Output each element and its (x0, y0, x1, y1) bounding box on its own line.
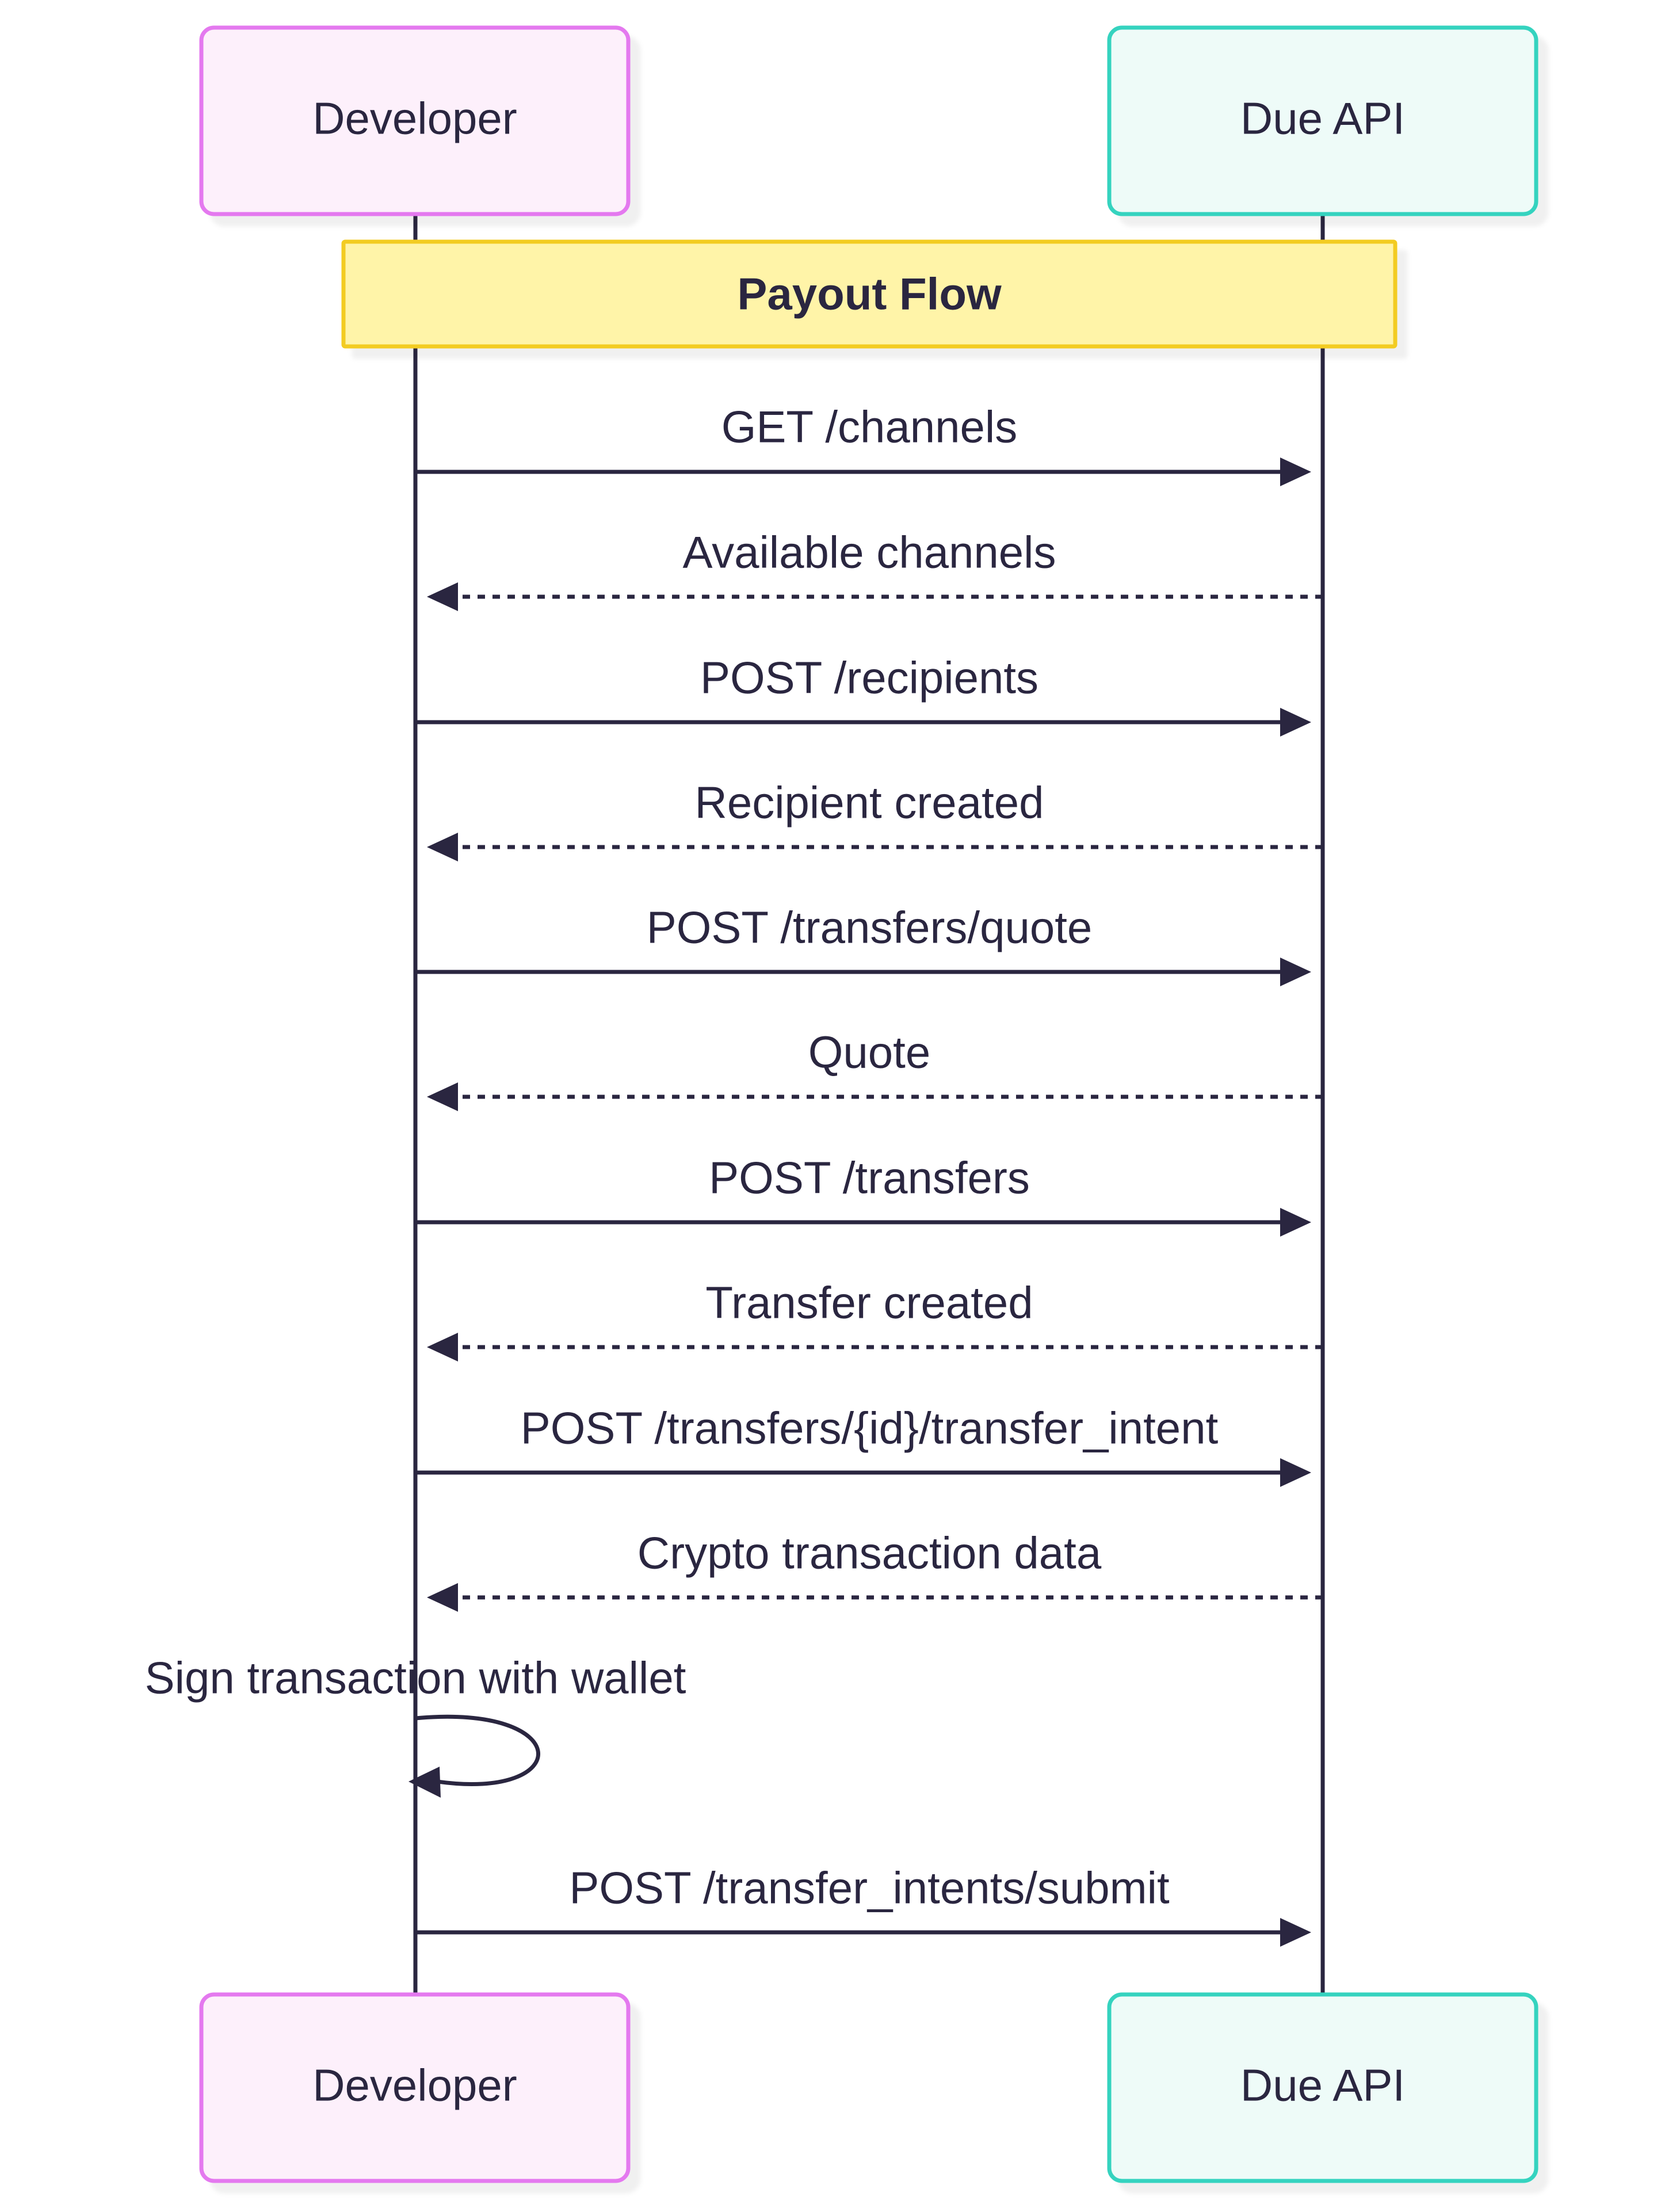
message-4: Recipient created (427, 777, 1323, 861)
actor-label: Due API (1240, 93, 1405, 144)
arrowhead (408, 1767, 441, 1798)
message-11: Sign transaction with wallet (145, 1653, 686, 1798)
arrowhead (1280, 457, 1311, 486)
message-9: POST /transfers/{id}/transfer_intent (415, 1403, 1311, 1487)
message-label: Available channels (682, 527, 1056, 578)
arrowhead (427, 1583, 458, 1612)
actor-label: Due API (1240, 2060, 1405, 2111)
note-label: Payout Flow (737, 269, 1002, 319)
actor-label: Developer (312, 2060, 517, 2111)
message-label: POST /transfers/{id}/transfer_intent (521, 1403, 1219, 1454)
message-2: Available channels (427, 527, 1323, 611)
actor-due-api-top: Due API (1107, 25, 1538, 216)
message-label: Crypto transaction data (637, 1528, 1102, 1578)
self-message-loop (415, 1714, 540, 1786)
message-6: Quote (427, 1027, 1323, 1111)
arrowhead (1280, 958, 1311, 986)
arrowhead (1280, 1208, 1311, 1237)
message-1: GET /channels (415, 402, 1311, 486)
arrowhead (1280, 708, 1311, 737)
note-payout-flow: Payout Flow (341, 239, 1398, 349)
message-label: Quote (808, 1027, 930, 1078)
actor-label: Developer (312, 93, 517, 144)
message-label: GET /channels (721, 402, 1018, 452)
arrowhead (427, 582, 458, 611)
message-label: Transfer created (705, 1277, 1033, 1328)
message-7: POST /transfers (415, 1153, 1311, 1237)
arrowhead (427, 1082, 458, 1111)
message-5: POST /transfers/quote (415, 902, 1311, 986)
actor-developer-top: Developer (199, 25, 631, 216)
arrowhead (1280, 1918, 1311, 1947)
message-label: POST /transfer_intents/submit (569, 1863, 1170, 1913)
message-12: POST /transfer_intents/submit (415, 1863, 1311, 1947)
arrowhead (1280, 1458, 1311, 1487)
actor-due-api-bottom: Due API (1107, 1992, 1538, 2183)
arrowhead (427, 1333, 458, 1361)
message-label: POST /transfers (709, 1153, 1030, 1203)
arrowhead (427, 833, 458, 861)
message-8: Transfer created (427, 1277, 1323, 1361)
message-10: Crypto transaction data (427, 1528, 1323, 1612)
message-label: Recipient created (694, 777, 1044, 828)
message-label: Sign transaction with wallet (145, 1653, 686, 1703)
actor-developer-bottom: Developer (199, 1992, 631, 2183)
message-label: POST /recipients (700, 653, 1038, 703)
message-label: POST /transfers/quote (647, 902, 1093, 953)
message-3: POST /recipients (415, 653, 1311, 737)
